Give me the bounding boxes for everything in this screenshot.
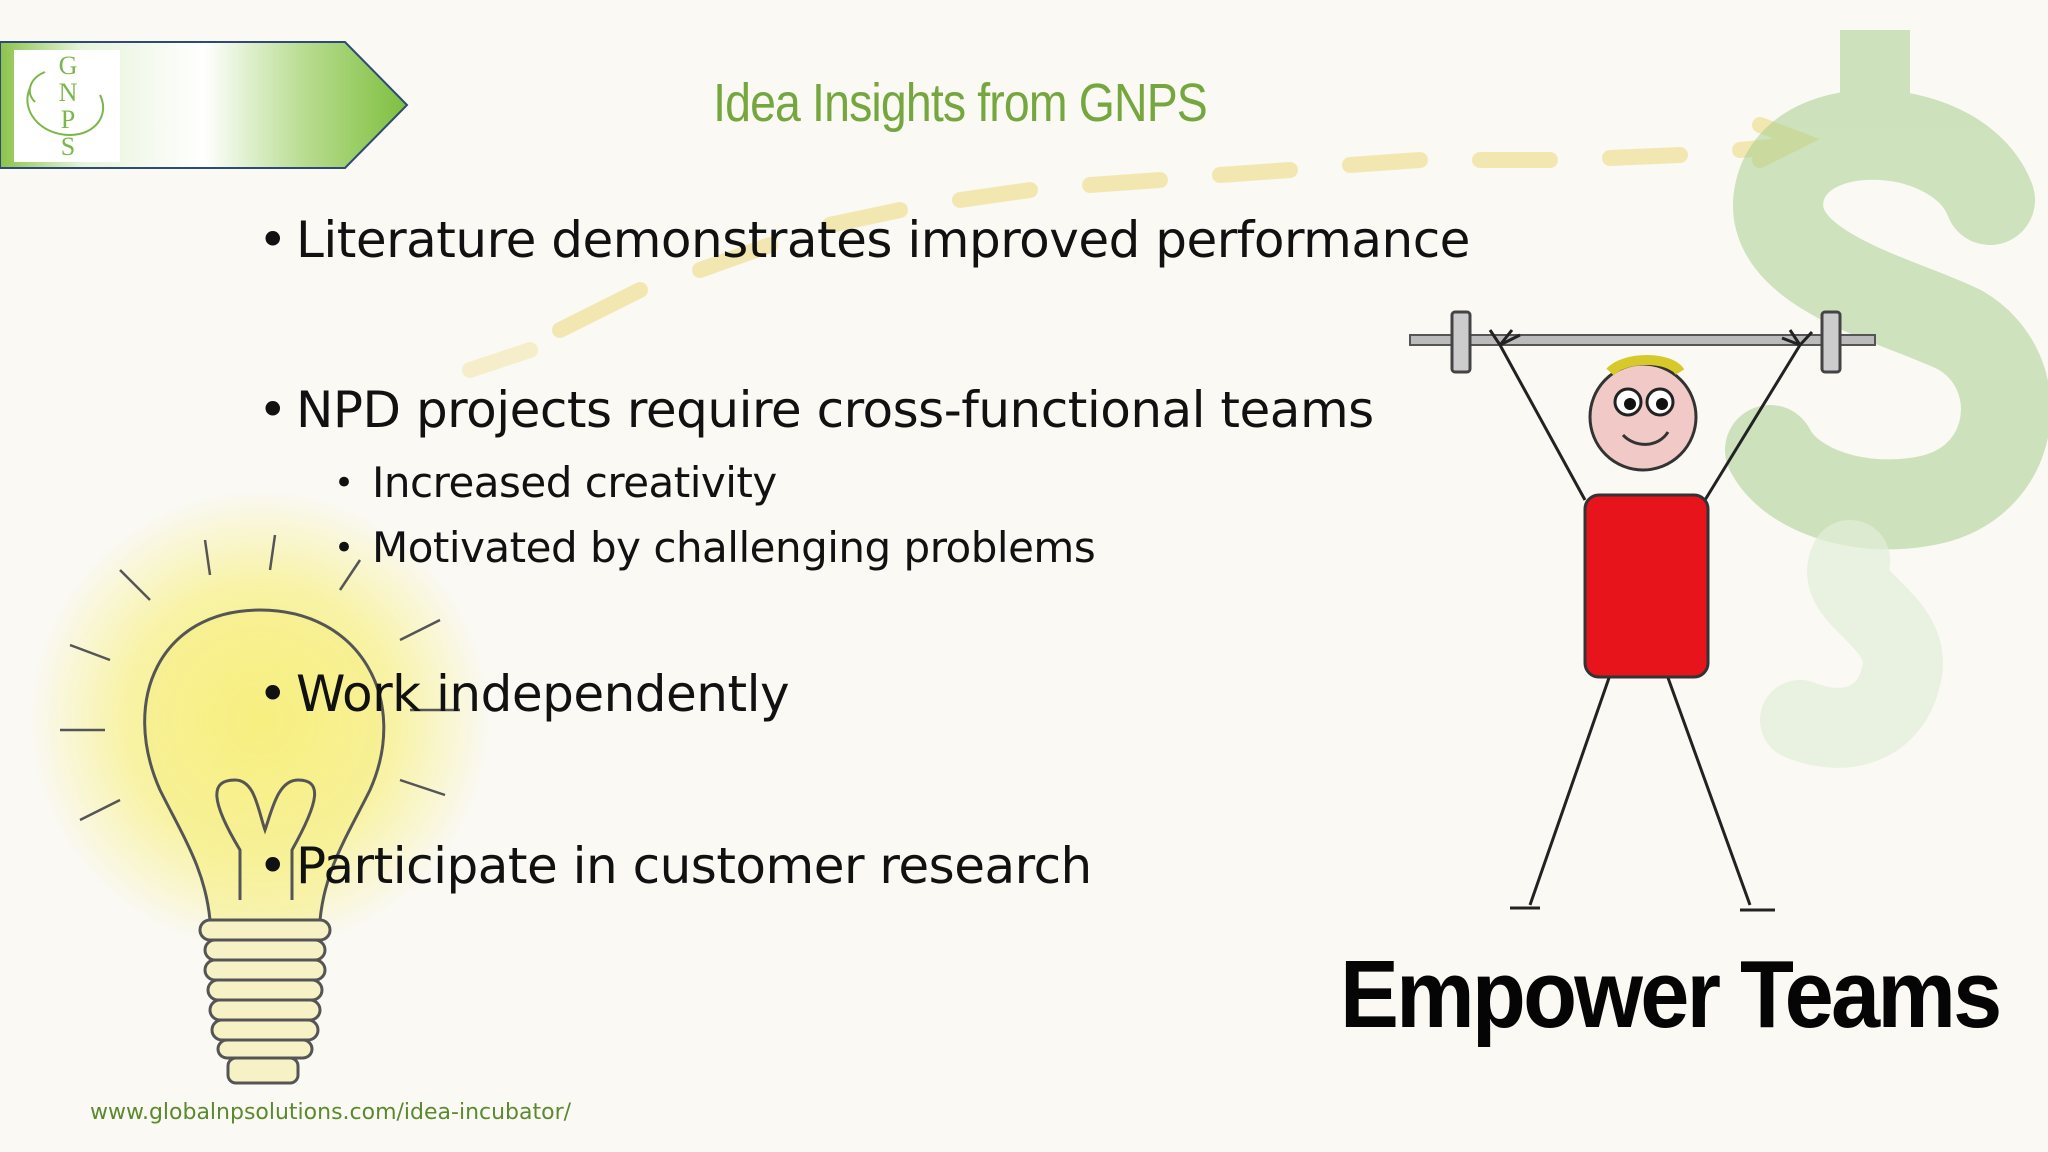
bullet-item: • Literature demonstrates improved perfo… xyxy=(258,210,1470,270)
dollar-sign-icon xyxy=(1725,30,2048,768)
bullet-glyph: • xyxy=(258,837,288,895)
bullet-text: Participate in customer research xyxy=(296,837,1092,895)
bullet-text: Increased creativity xyxy=(372,458,777,507)
bullet-text: Literature demonstrates improved perform… xyxy=(296,211,1470,269)
bullet-glyph: • xyxy=(258,665,288,723)
bullet-glyph: • xyxy=(334,463,354,503)
sub-bullet-item: • Increased creativity xyxy=(334,458,777,508)
logo-letter: N xyxy=(58,78,78,107)
empower-teams-caption: Empower Teams xyxy=(1340,941,2002,1048)
bullet-item: • Participate in customer research xyxy=(258,836,1092,896)
footer-url[interactable]: www.globalnpsolutions.com/idea-incubator… xyxy=(90,1100,572,1125)
weightlifter-figure xyxy=(1409,310,1876,912)
logo-letter: G xyxy=(58,51,78,80)
bullet-item: • NPD projects require cross-functional … xyxy=(258,380,1374,440)
sub-bullet-item: • Motivated by challenging problems xyxy=(334,523,1096,573)
lightbulb-icon xyxy=(30,490,490,1085)
bullet-item: • Work independently xyxy=(258,664,790,724)
logo-banner xyxy=(0,41,409,169)
logo-monogram: G N P S xyxy=(58,52,78,160)
bullet-glyph: • xyxy=(258,211,288,269)
bullet-text: Work independently xyxy=(296,665,790,723)
logo-letter: S xyxy=(60,132,76,161)
bullet-text: Motivated by challenging problems xyxy=(372,523,1096,572)
bullet-glyph: • xyxy=(258,381,288,439)
logo-letter: P xyxy=(60,105,76,134)
bullet-text: NPD projects require cross-functional te… xyxy=(296,381,1374,439)
slide-title: Idea Insights from GNPS xyxy=(713,73,1208,133)
bullet-glyph: • xyxy=(334,528,354,568)
